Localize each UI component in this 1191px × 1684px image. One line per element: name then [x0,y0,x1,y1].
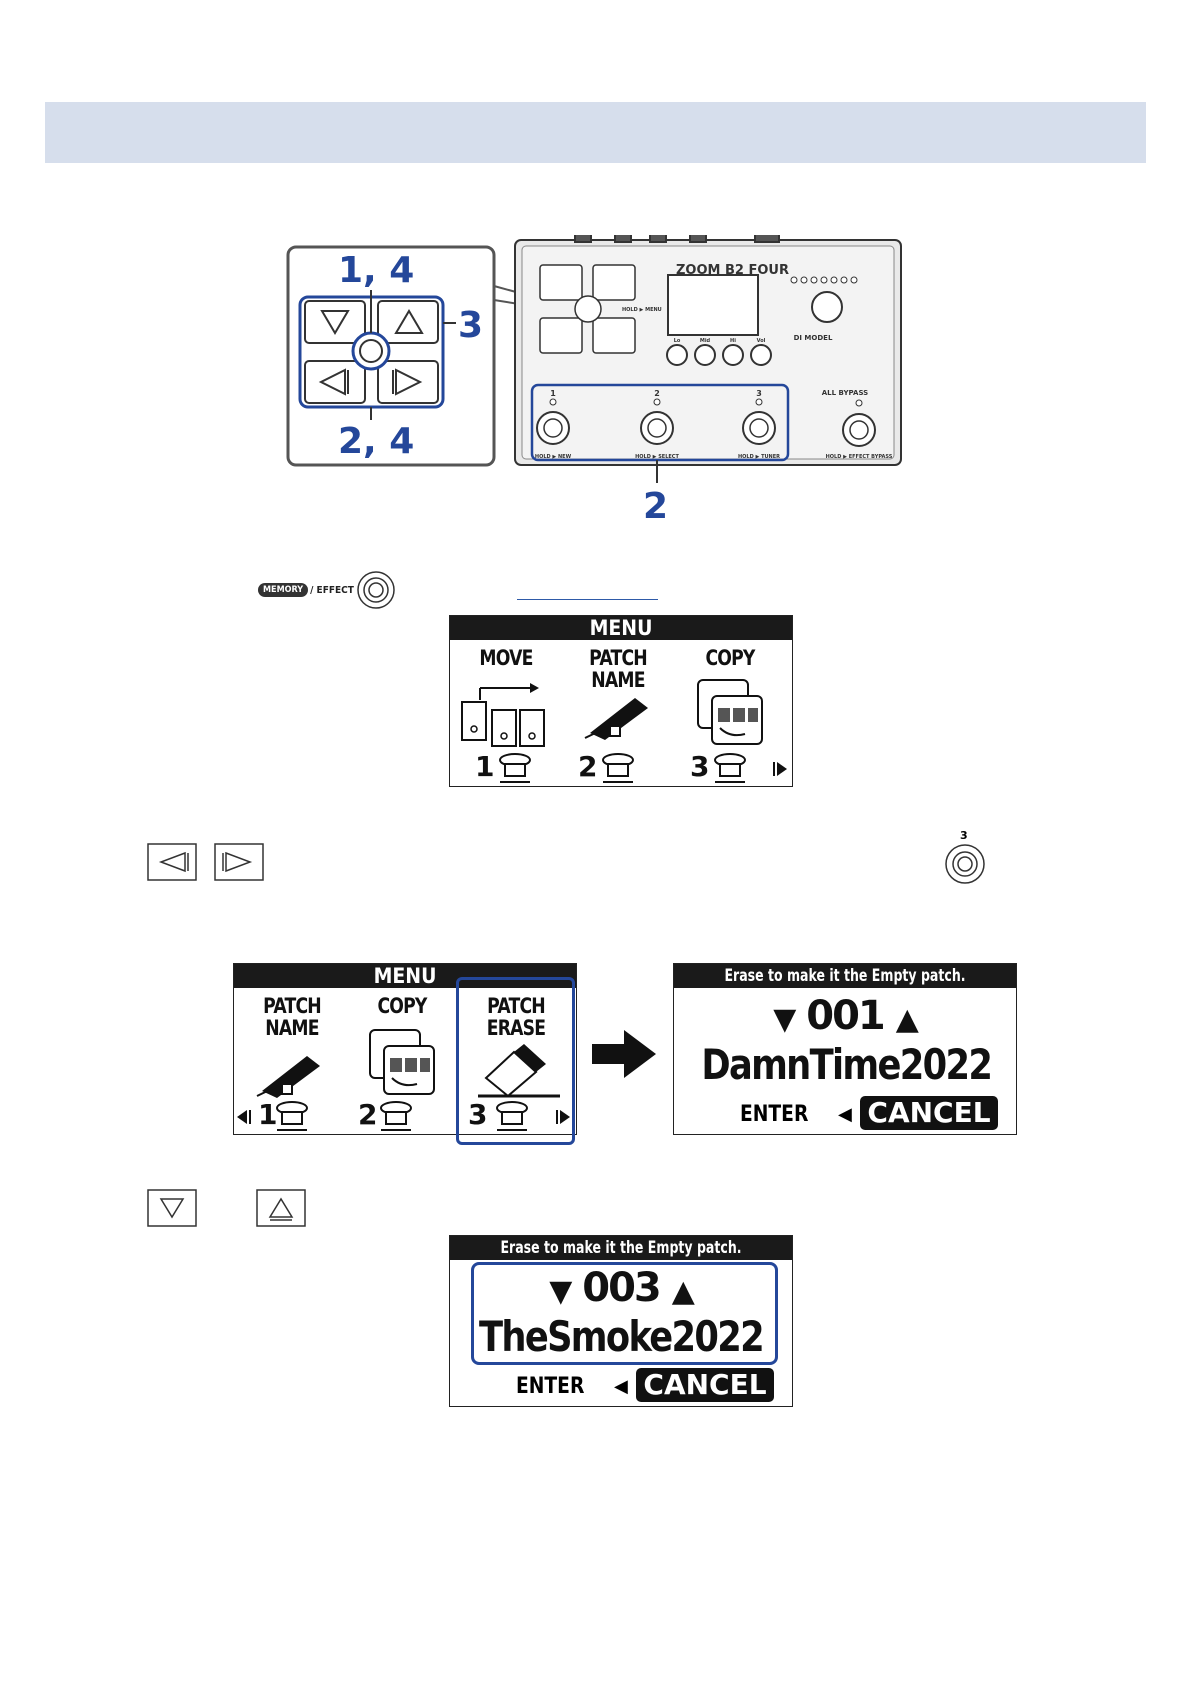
svg-text:HOLD ▶ TUNER: HOLD ▶ TUNER [738,454,780,460]
svg-text:HOLD ▶ MENU: HOLD ▶ MENU [622,307,662,313]
svg-text:2: 2 [654,389,660,398]
patch-select-highlight [471,1262,778,1365]
enter-label[interactable]: ENTER [516,1374,585,1399]
callout-2: 2 [643,486,669,527]
erase-screen-1: Erase to make it the Empty patch. ▼ 001 … [673,963,1017,1135]
svg-text:3: 3 [756,389,762,398]
effect-label: / EFFECT [310,584,354,596]
memory-effect-button[interactable]: MEMORY / EFFECT [258,571,396,609]
patch-name: TheSmoke2022 [479,1312,765,1361]
footswitch-3-number: 3 [960,829,968,842]
erase-header: Erase to make it the Empty patch. [450,1236,792,1260]
patch-number: 001 [806,993,885,1039]
footswitch-icons [499,753,787,783]
menu-item-patch-name: PATCH NAME [589,646,648,692]
footswitch-number-2: 2 [358,1098,378,1131]
footswitch-icons [237,1101,570,1131]
footswitch-number-3: 3 [468,1098,488,1131]
footswitch-number-2: 2 [578,750,598,783]
up-triangle-icon: ▲ [671,1274,695,1309]
svg-text:Vol: Vol [757,338,766,344]
menu-item-move: MOVE [479,646,533,670]
menu-screen-1: MENU MOVE PATCH NAME COPY 1 2 3 [449,615,793,787]
right-arrow-button-icon[interactable] [214,843,264,881]
menu-item-patch-erase: PATCH ERASE [486,994,546,1040]
svg-text:Hi: Hi [730,338,736,344]
menu-title: MENU [450,616,792,640]
svg-text:DI MODEL: DI MODEL [794,334,833,342]
cancel-button[interactable]: CANCEL [636,1368,774,1402]
eraser-icon [478,1044,560,1098]
erase-header: Erase to make it the Empty patch. [674,964,1016,988]
up-triangle-icon: ▲ [895,1002,919,1037]
down-triangle-icon: ▼ [773,1002,796,1037]
svg-text:HOLD ▶ NEW: HOLD ▶ NEW [535,454,572,460]
copy-icon [369,1029,435,1095]
move-icon [461,683,545,747]
menu-item-copy: COPY [705,646,755,670]
section-header-band [45,102,1146,163]
menu-screen-2: MENU PATCH NAME COPY PATCH ERASE 1 2 3 [233,963,577,1135]
pen-icon [584,698,648,740]
copy-icon [697,679,763,745]
down-triangle-icon: ▼ [549,1274,572,1309]
menu-item-copy: COPY [377,994,427,1018]
memory-badge: MEMORY [258,583,309,597]
callout-3: 3 [458,305,484,346]
enter-label[interactable]: ENTER [740,1102,809,1127]
patch-name: DamnTime2022 [701,1040,993,1089]
callout-1-4: 1, 4 [338,250,415,291]
pen-icon [256,1056,320,1098]
reference-link-underline[interactable] [517,599,658,600]
svg-text:Mid: Mid [700,338,711,344]
left-arrow-button-icon[interactable] [147,843,197,881]
footswitch-number-1: 1 [258,1098,278,1131]
down-arrow-button-icon[interactable] [147,1189,197,1227]
left-triangle-icon: ◀ [838,1104,852,1125]
device-brand: ZOOM B2 FOUR [676,263,789,278]
svg-text:HOLD ▶ EFFECT BYPASS: HOLD ▶ EFFECT BYPASS [826,454,893,460]
svg-text:HOLD ▶ SELECT: HOLD ▶ SELECT [635,454,679,460]
patch-number-row: ▼ 001 ▲ [674,994,1016,1042]
up-arrow-button-icon[interactable] [256,1189,306,1227]
next-arrow-icon [592,1030,656,1078]
svg-text:1: 1 [550,389,556,398]
footswitch-number-3: 3 [690,750,710,783]
svg-text:ALL BYPASS: ALL BYPASS [822,389,868,397]
left-triangle-icon: ◀ [614,1376,628,1397]
patch-erase-highlight [456,977,575,1145]
footswitch-number-1: 1 [475,750,495,783]
patch-number-row: ▼ 003 ▲ [450,1266,792,1314]
patch-number: 003 [582,1265,661,1311]
callout-2-4: 2, 4 [338,421,415,462]
footswitch-3-icon[interactable] [944,843,986,885]
knob-icon [357,571,395,609]
svg-text:Lo: Lo [674,338,681,344]
menu-title: MENU [234,964,576,988]
device-illustration: ZOOM B2 FOUR DI MODEL ALL BYPASS 1 2 3 L… [286,235,902,483]
menu-item-patch-name: PATCH NAME [263,994,322,1040]
cancel-button[interactable]: CANCEL [860,1096,998,1130]
